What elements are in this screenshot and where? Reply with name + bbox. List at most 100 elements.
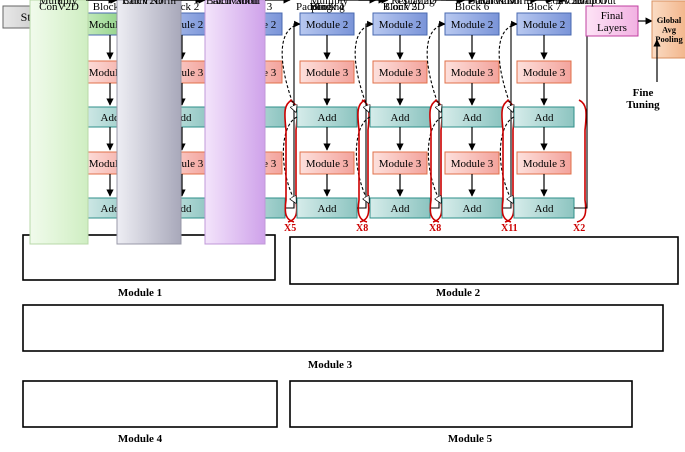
block-7-bracket-left	[501, 99, 512, 223]
block-5-module3-a-label: Module 3	[379, 67, 422, 79]
module5-caption: Module 5	[448, 433, 493, 445]
block-3-repeat: X5	[284, 223, 296, 234]
block-5-add-b: Add	[369, 197, 431, 219]
module5-item-1-label: Multiply	[310, 0, 349, 7]
module5-panel	[289, 380, 633, 428]
module3-item-1-label: Depth	[46, 0, 73, 1]
block-4-module3-b-label: Module 3	[306, 158, 349, 170]
global-avg-pooling-box-label: Global	[657, 15, 682, 25]
block-6-add-a: Add	[441, 106, 503, 128]
block-6-to-next	[502, 20, 518, 209]
block-5-add-a: Add	[369, 106, 431, 128]
block-6-add-a-label: Add	[463, 112, 482, 124]
module3-item-6-label: Batch Norm	[468, 0, 523, 7]
block-5-bracket-left	[357, 99, 368, 223]
module3-item-1-label: ConV2D	[39, 1, 79, 13]
module1-item-2-label: Batch Norm	[122, 0, 177, 3]
block-4-module3-a: Module 3	[299, 60, 355, 84]
module1-item-1-label: ConV2D	[39, 0, 79, 3]
block-5-module3-b-label: Module 3	[379, 158, 422, 170]
module4-item-3-label: Batch Norm	[206, 0, 261, 7]
block-5-repeat: X8	[429, 223, 441, 234]
block-7-module3-b-label: Module 3	[523, 158, 566, 170]
block-6-bracket-left	[429, 99, 440, 223]
block-7-skip-1	[498, 23, 518, 112]
block-5-module3-a: Module 3	[372, 60, 428, 84]
block-7-title: Block 7	[527, 1, 562, 13]
block-6-module3-a: Module 3	[444, 60, 500, 84]
module2-item-1: Global avgpooling	[304, 0, 353, 13]
fine-tuning-label-1: Fine	[633, 87, 654, 99]
block-7-repeat: X2	[573, 223, 585, 234]
block-5-module3-b: Module 3	[372, 151, 428, 175]
block-4-top-module: Module 2	[299, 12, 355, 36]
module1-item-1-shape	[29, 0, 89, 245]
block-6-skip-1	[426, 23, 446, 112]
block-4-skip-2	[282, 116, 298, 203]
module5-item-3: Batch Norm	[478, 0, 533, 7]
block-7-top-module-label: Module 2	[523, 19, 565, 31]
block-4-repeat: X8	[356, 223, 368, 234]
module2-item-1-label: pooling	[311, 1, 345, 13]
module3-panel	[22, 304, 664, 352]
block-5-top-module-label: Module 2	[379, 19, 421, 31]
block-7-add-a-label: Add	[535, 112, 554, 124]
module1-item-3-shape	[204, 0, 266, 245]
module3-item-4-label: Zero	[304, 0, 325, 1]
module2-item-2-label: Rescaling	[391, 0, 435, 7]
block-4-skip-1	[281, 23, 301, 112]
module5-item-3-label: Batch Norm	[478, 0, 533, 7]
module4-item-2: ConV2D	[123, 0, 163, 7]
module3-item-5-label: ConV2D	[385, 1, 425, 13]
block-6-module3-a-label: Module 3	[451, 67, 494, 79]
block-7-module3-a-label: Module 3	[523, 67, 566, 79]
module2-caption: Module 2	[436, 287, 481, 299]
module3-item-5-label: Depth	[392, 0, 419, 1]
module1-item-1: DepthConV2D	[29, 0, 89, 245]
module3-item-4: ZeroPadding	[296, 0, 333, 13]
block-6-add-b: Add	[441, 197, 503, 219]
block-5-top-module: Module 2	[372, 12, 428, 36]
block-6-skip-2	[427, 116, 443, 203]
module2-item-3-label: ConV2D	[475, 0, 515, 7]
module3-caption: Module 3	[308, 359, 353, 371]
block-1-add-a-label: Add	[101, 112, 120, 124]
block-7-add-b-label: Add	[535, 203, 554, 215]
block-4-bracket-left	[284, 99, 295, 223]
block-6-title: Block 6	[455, 1, 490, 13]
block-6-add-b-label: Add	[463, 203, 482, 215]
block-4-title: Block 4	[310, 1, 345, 13]
module5-item-1: Multiply	[310, 0, 349, 7]
module4-item-3: Batch Norm	[206, 0, 261, 7]
block-7-bracket-right	[576, 99, 587, 223]
module3-item-3: Activation	[212, 0, 259, 7]
block-4-add-a-label: Add	[318, 112, 337, 124]
module3-item-6: Batch Norm	[468, 0, 523, 7]
module4-caption: Module 4	[118, 433, 163, 445]
module3-item-4-label: Padding	[296, 1, 333, 13]
block-5-skip-2	[355, 116, 371, 203]
module3-item-2-label: Batch Norm	[122, 0, 177, 7]
block-6-module3-b-label: Module 3	[451, 158, 494, 170]
module4-item-1: Multiply	[39, 0, 78, 7]
module2-item-3: ConV2D	[475, 0, 515, 7]
module4-item-2-label: ConV2D	[123, 0, 163, 7]
block-7-add-b: Add	[513, 197, 575, 219]
module4-panel	[22, 380, 278, 428]
module1-item-2: Batch Norm	[116, 0, 182, 245]
block-5-to-next	[430, 20, 446, 209]
module2-item-2: Rescaling	[391, 0, 435, 7]
module1-caption: Module 1	[118, 287, 162, 299]
module1-item-2-shape	[116, 0, 182, 245]
module5-item-2-label: ConV2D	[397, 0, 437, 7]
block-1-add-b-label: Add	[101, 203, 120, 215]
block-6-top-module: Module 2	[444, 12, 500, 36]
block-7-module3-b: Module 3	[516, 151, 572, 175]
block-4-module3-a-label: Module 3	[306, 67, 349, 79]
module3-item-7: Activation	[560, 0, 607, 7]
final-layers-box-label: Layers	[597, 22, 627, 34]
module3-item-2: Batch Norm	[122, 0, 177, 7]
module3-item-3-label: Activation	[212, 0, 259, 7]
